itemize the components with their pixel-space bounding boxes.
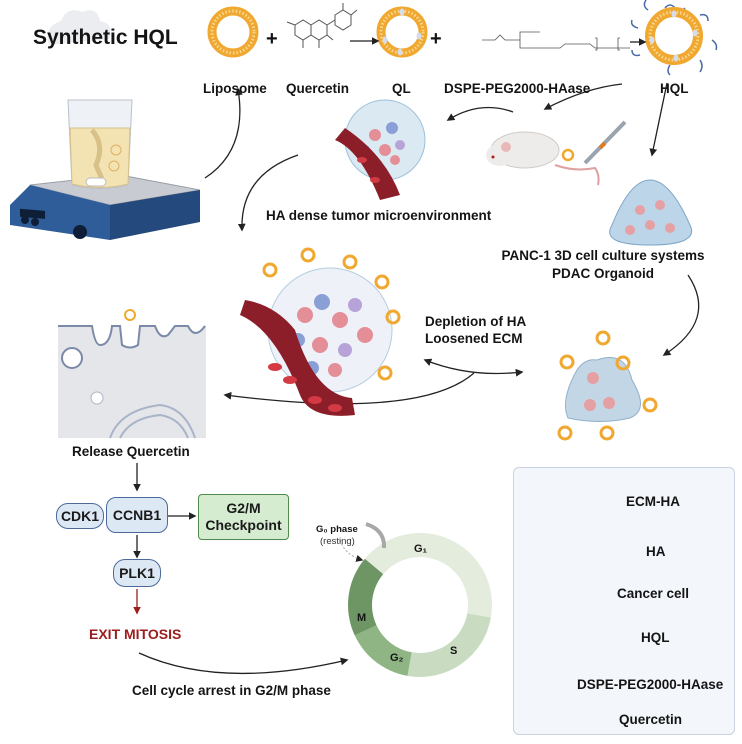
phase-m: M [357, 612, 367, 624]
phase-s: S [450, 645, 458, 657]
tumor-with-hql-icon [240, 247, 401, 416]
arrow-tme-to-tumor [237, 154, 299, 232]
phase-g1: G₁ [414, 543, 428, 555]
label-panc1-3d: PANC-1 3D cell culture systems [501, 248, 705, 263]
organoid-with-hql-icon [557, 330, 658, 441]
cell-cycle-ring [348, 532, 493, 677]
tumor-microenvironment-icon [335, 99, 426, 200]
label-cell-cycle-arrest: Cell cycle arrest in G2/M phase [132, 683, 331, 698]
mouse-injection-icon [486, 120, 627, 186]
label-depletion-ha: Depletion of HA [425, 314, 527, 329]
node-ccnb1: CCNB1 [106, 497, 168, 533]
quercetin-structure-icon [286, 3, 358, 48]
legend-label-dspe-peg: DSPE-PEG2000-HAase [577, 677, 724, 692]
label-quercetin: Quercetin [286, 81, 350, 96]
phase-g2: G₂ [390, 652, 404, 664]
node-cdk1: CDK1 [56, 503, 104, 529]
label-resting: (resting) [320, 536, 355, 547]
page-title: Synthetic HQL [33, 26, 178, 49]
checkpoint-line2: Checkpoint [205, 517, 282, 533]
cell-cycle-segment [407, 613, 491, 677]
checkpoint-line1: G2/M [226, 500, 261, 516]
legend-label-quercetin: Quercetin [619, 712, 683, 727]
ql-icon [376, 6, 428, 58]
legend-label-ecm-ha: ECM-HA [626, 494, 680, 509]
label-liposome: Liposome [203, 81, 267, 96]
label-release-quercetin: Release Quercetin [72, 444, 190, 459]
hotplate-beaker-icon [10, 10, 201, 240]
node-plk1: PLK1 [113, 559, 161, 587]
arrow-hql-to-organoid [649, 82, 668, 157]
label-exit-mitosis: EXIT MITOSIS [89, 626, 182, 642]
label-tumor-microenvironment: HA dense tumor microenvironment [266, 208, 492, 223]
endocytosis-panel [58, 309, 206, 439]
node-g2m-checkpoint: G2/M Checkpoint [198, 494, 289, 540]
arrow-depletion-double [423, 358, 524, 377]
label-dspe-peg2000-haase: DSPE-PEG2000-HAase [444, 81, 591, 96]
dspe-peg-structure-icon [482, 31, 630, 51]
hql-icon [630, 0, 718, 76]
legend-label-ha: HA [646, 544, 666, 559]
arrow-beaker-to-liposome [204, 87, 243, 179]
label-hql: HQL [660, 81, 689, 96]
g0-arrow-dashed [339, 539, 364, 562]
label-loosened-ecm: Loosened ECM [425, 331, 523, 346]
arrow-hql-to-tumor [543, 83, 623, 110]
label-ql: QL [392, 81, 411, 96]
arrow-to-organoid [662, 274, 700, 356]
legend-panel [513, 467, 735, 735]
label-pdac-organoid: PDAC Organoid [551, 266, 654, 281]
arrow-to-release [223, 372, 475, 405]
label-g0-phase: G₀ phase [316, 524, 358, 535]
g0-arrow-solid [365, 522, 387, 549]
plus-operator-1: + [266, 28, 278, 50]
plus-operator-2: + [430, 28, 442, 50]
liposome-icon [207, 6, 259, 58]
cell-cycle-segment [354, 625, 412, 676]
organoid-icon [609, 179, 693, 246]
cell-cycle-segment [364, 532, 493, 618]
legend-label-hql: HQL [641, 630, 670, 645]
cell-cycle-segment [348, 558, 384, 636]
legend-label-cancer-cell: Cancer cell [617, 586, 690, 601]
arrow-to-cell-cycle [138, 652, 349, 675]
arrow-mouse-to-tumor [446, 106, 514, 121]
